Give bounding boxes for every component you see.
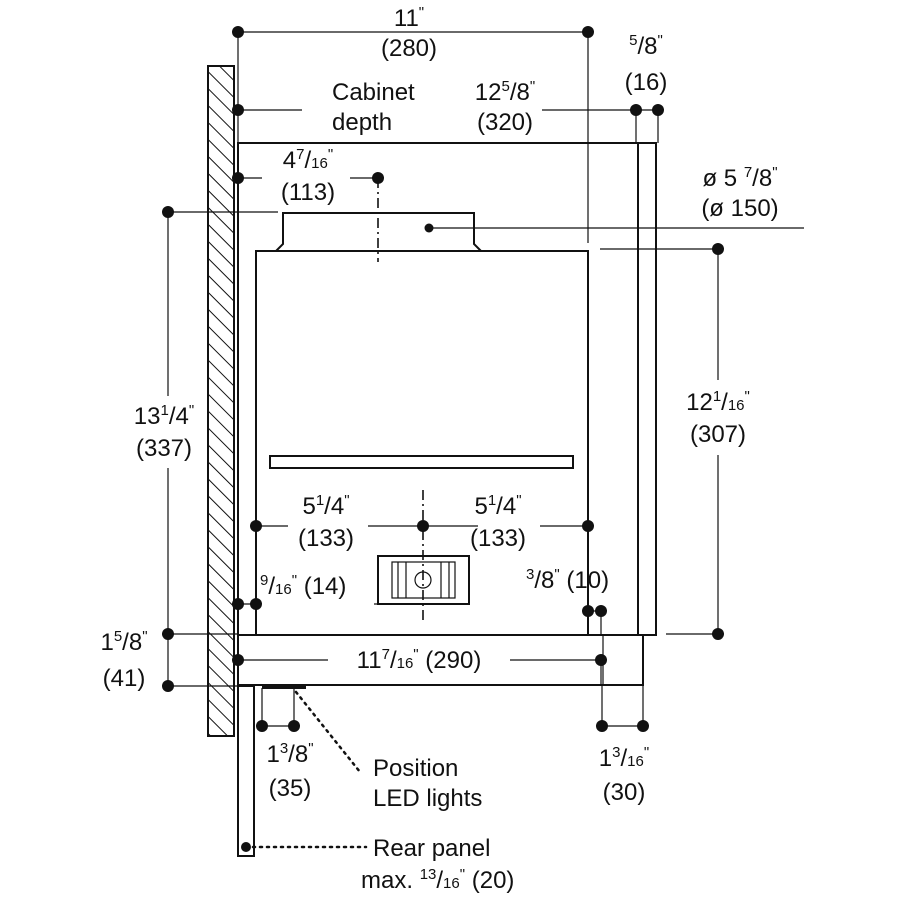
position-led-label-line2: LED lights xyxy=(373,785,482,812)
right-5-1-4-mm-label: (133) xyxy=(470,525,526,552)
left-5-1-4-mm-label: (133) xyxy=(298,525,354,552)
rear-panel xyxy=(237,685,255,857)
filter-bar xyxy=(269,455,574,469)
front-1-3-16-label: 13/16" xyxy=(599,744,649,772)
left-5-1-4-label: 51/4" xyxy=(302,492,349,520)
duct-offset-label: 47/16" xyxy=(283,146,333,174)
front-1-3-16-mm-label: (30) xyxy=(603,779,646,806)
cabinet-body xyxy=(237,142,639,636)
height-13-1-4-label: 131/4" xyxy=(134,402,194,430)
wall-hatched xyxy=(207,65,235,737)
led-1-3-8-mm-label: (35) xyxy=(269,775,312,802)
width-11-label: 11" xyxy=(394,4,424,32)
width-11-7-16-label: 117/16" (290) xyxy=(357,646,482,674)
depth-12-5-8-mm-label: (320) xyxy=(477,109,533,136)
rear-panel-label: Rear panel xyxy=(373,835,490,862)
side-5-8-label: 5/8" xyxy=(629,32,663,60)
dimension-dots xyxy=(162,26,724,852)
height-12-1-16-label: 121/16" xyxy=(686,388,750,416)
duct-diameter-mm-label: (ø 150) xyxy=(701,195,778,222)
duct-offset-mm-label: (113) xyxy=(281,179,335,206)
cabinet-depth-label: Cabinet xyxy=(332,79,415,106)
height-1-5-8-label: 15/8" xyxy=(100,628,147,656)
offset-3-8-label: 3/8" (10) xyxy=(526,566,609,594)
right-5-1-4-label: 51/4" xyxy=(474,492,521,520)
width-11-mm-label: (280) xyxy=(381,35,437,62)
front-panel xyxy=(637,142,657,636)
rear-panel-max-label: max. 13/16" (20) xyxy=(361,866,514,894)
offset-9-16-label: 9/16" (14) xyxy=(260,572,346,600)
cabinet-depth-label-line2: depth xyxy=(332,109,392,136)
height-12-1-16-mm-label: (307) xyxy=(690,421,746,448)
led-1-3-8-label: 13/8" xyxy=(266,740,313,768)
position-led-label: Position xyxy=(373,755,458,782)
duct-diameter-label: ø 5 7/8" xyxy=(702,164,777,192)
height-13-1-4-mm-label: (337) xyxy=(136,435,192,462)
height-1-5-8-mm-label: (41) xyxy=(103,665,146,692)
side-5-8-mm-label: (16) xyxy=(625,69,668,96)
depth-12-5-8-label: 125/8" xyxy=(475,78,535,106)
